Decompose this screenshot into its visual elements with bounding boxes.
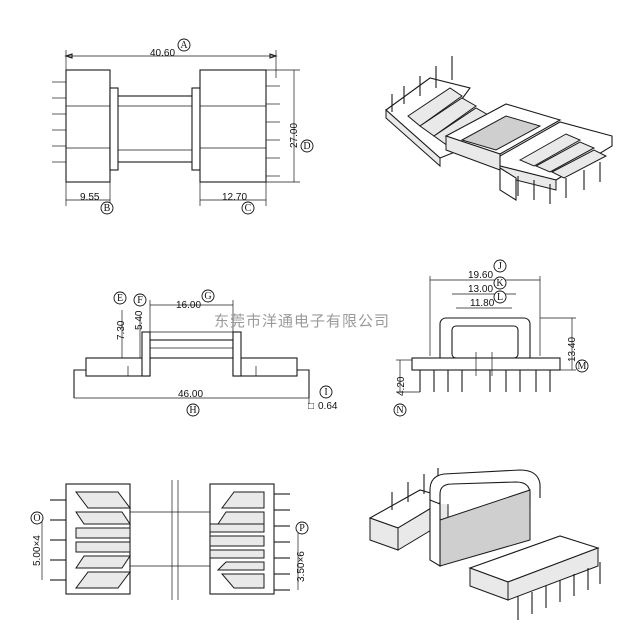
dim-L-value: 11.80 (470, 298, 495, 309)
top-view: 40.60 A (52, 38, 314, 215)
bottom-view: 5.00×4 O 3.50×6 P (30, 480, 309, 600)
callout-H (186, 403, 200, 417)
callout-C (241, 201, 255, 215)
dim-N-value: 4.20 (396, 376, 407, 396)
callout-M-label: M (578, 361, 587, 372)
callout-G-label: G (204, 291, 211, 302)
dim-F-value: 5.40 (134, 310, 145, 330)
dim-M-value: 13.40 (567, 337, 578, 362)
dim-P-value: 3.50×6 (296, 551, 307, 582)
dim-A-value: 40.60 (150, 48, 175, 59)
dim-J-value: 19.60 (468, 270, 493, 281)
callout-M (575, 359, 589, 373)
callout-B-label: B (104, 203, 111, 214)
dim-E-value: 7.30 (116, 320, 127, 340)
square-pin-symbol: □ (308, 401, 314, 412)
callout-H-label: H (189, 405, 196, 416)
dim-I-value: 0.64 (318, 401, 338, 412)
callout-O (30, 511, 44, 525)
callout-F (133, 293, 147, 307)
callout-G (201, 289, 215, 303)
callout-O-label: O (33, 513, 40, 524)
dim-O-value: 5.00×4 (32, 535, 43, 566)
callout-K (493, 276, 507, 290)
callout-I-label: I (324, 387, 327, 398)
callout-L (493, 290, 507, 304)
dim-K-value: 13.00 (468, 284, 493, 295)
company-watermark: 东莞市洋通电子有限公司 (214, 312, 390, 330)
dim-C-value: 12.70 (222, 192, 247, 203)
callout-E (113, 291, 127, 305)
front-view: 16.00 G 7.30 5.40 E F 46.00 H I □ (73, 289, 338, 417)
callout-P (295, 521, 309, 535)
callout-B (100, 201, 114, 215)
dim-H-value: 46.00 (178, 389, 203, 400)
callout-N-label: N (396, 405, 403, 416)
isometric-view-2 (368, 468, 601, 620)
dim-B-value: 9.55 (80, 192, 100, 203)
dim-D-value: 27.00 (289, 123, 300, 148)
side-view: 19.60 13.00 11.80 J K L 13.40 (393, 259, 589, 417)
dim-G-value: 16.00 (176, 300, 201, 311)
callout-A (177, 38, 191, 52)
callout-L-label: L (497, 292, 503, 303)
callout-P-label: P (299, 523, 305, 534)
callout-D (300, 139, 314, 153)
callout-A-label: A (180, 40, 188, 51)
callout-F-label: F (137, 295, 143, 306)
callout-K-label: K (496, 278, 504, 289)
callout-J-label: J (498, 261, 502, 272)
callout-E-label: E (117, 293, 123, 304)
callout-D-label: D (303, 141, 310, 152)
callout-I (319, 385, 333, 399)
callout-C-label: C (245, 203, 252, 214)
callout-J (493, 259, 507, 273)
isometric-view-1 (385, 56, 613, 204)
callout-N (393, 403, 407, 417)
